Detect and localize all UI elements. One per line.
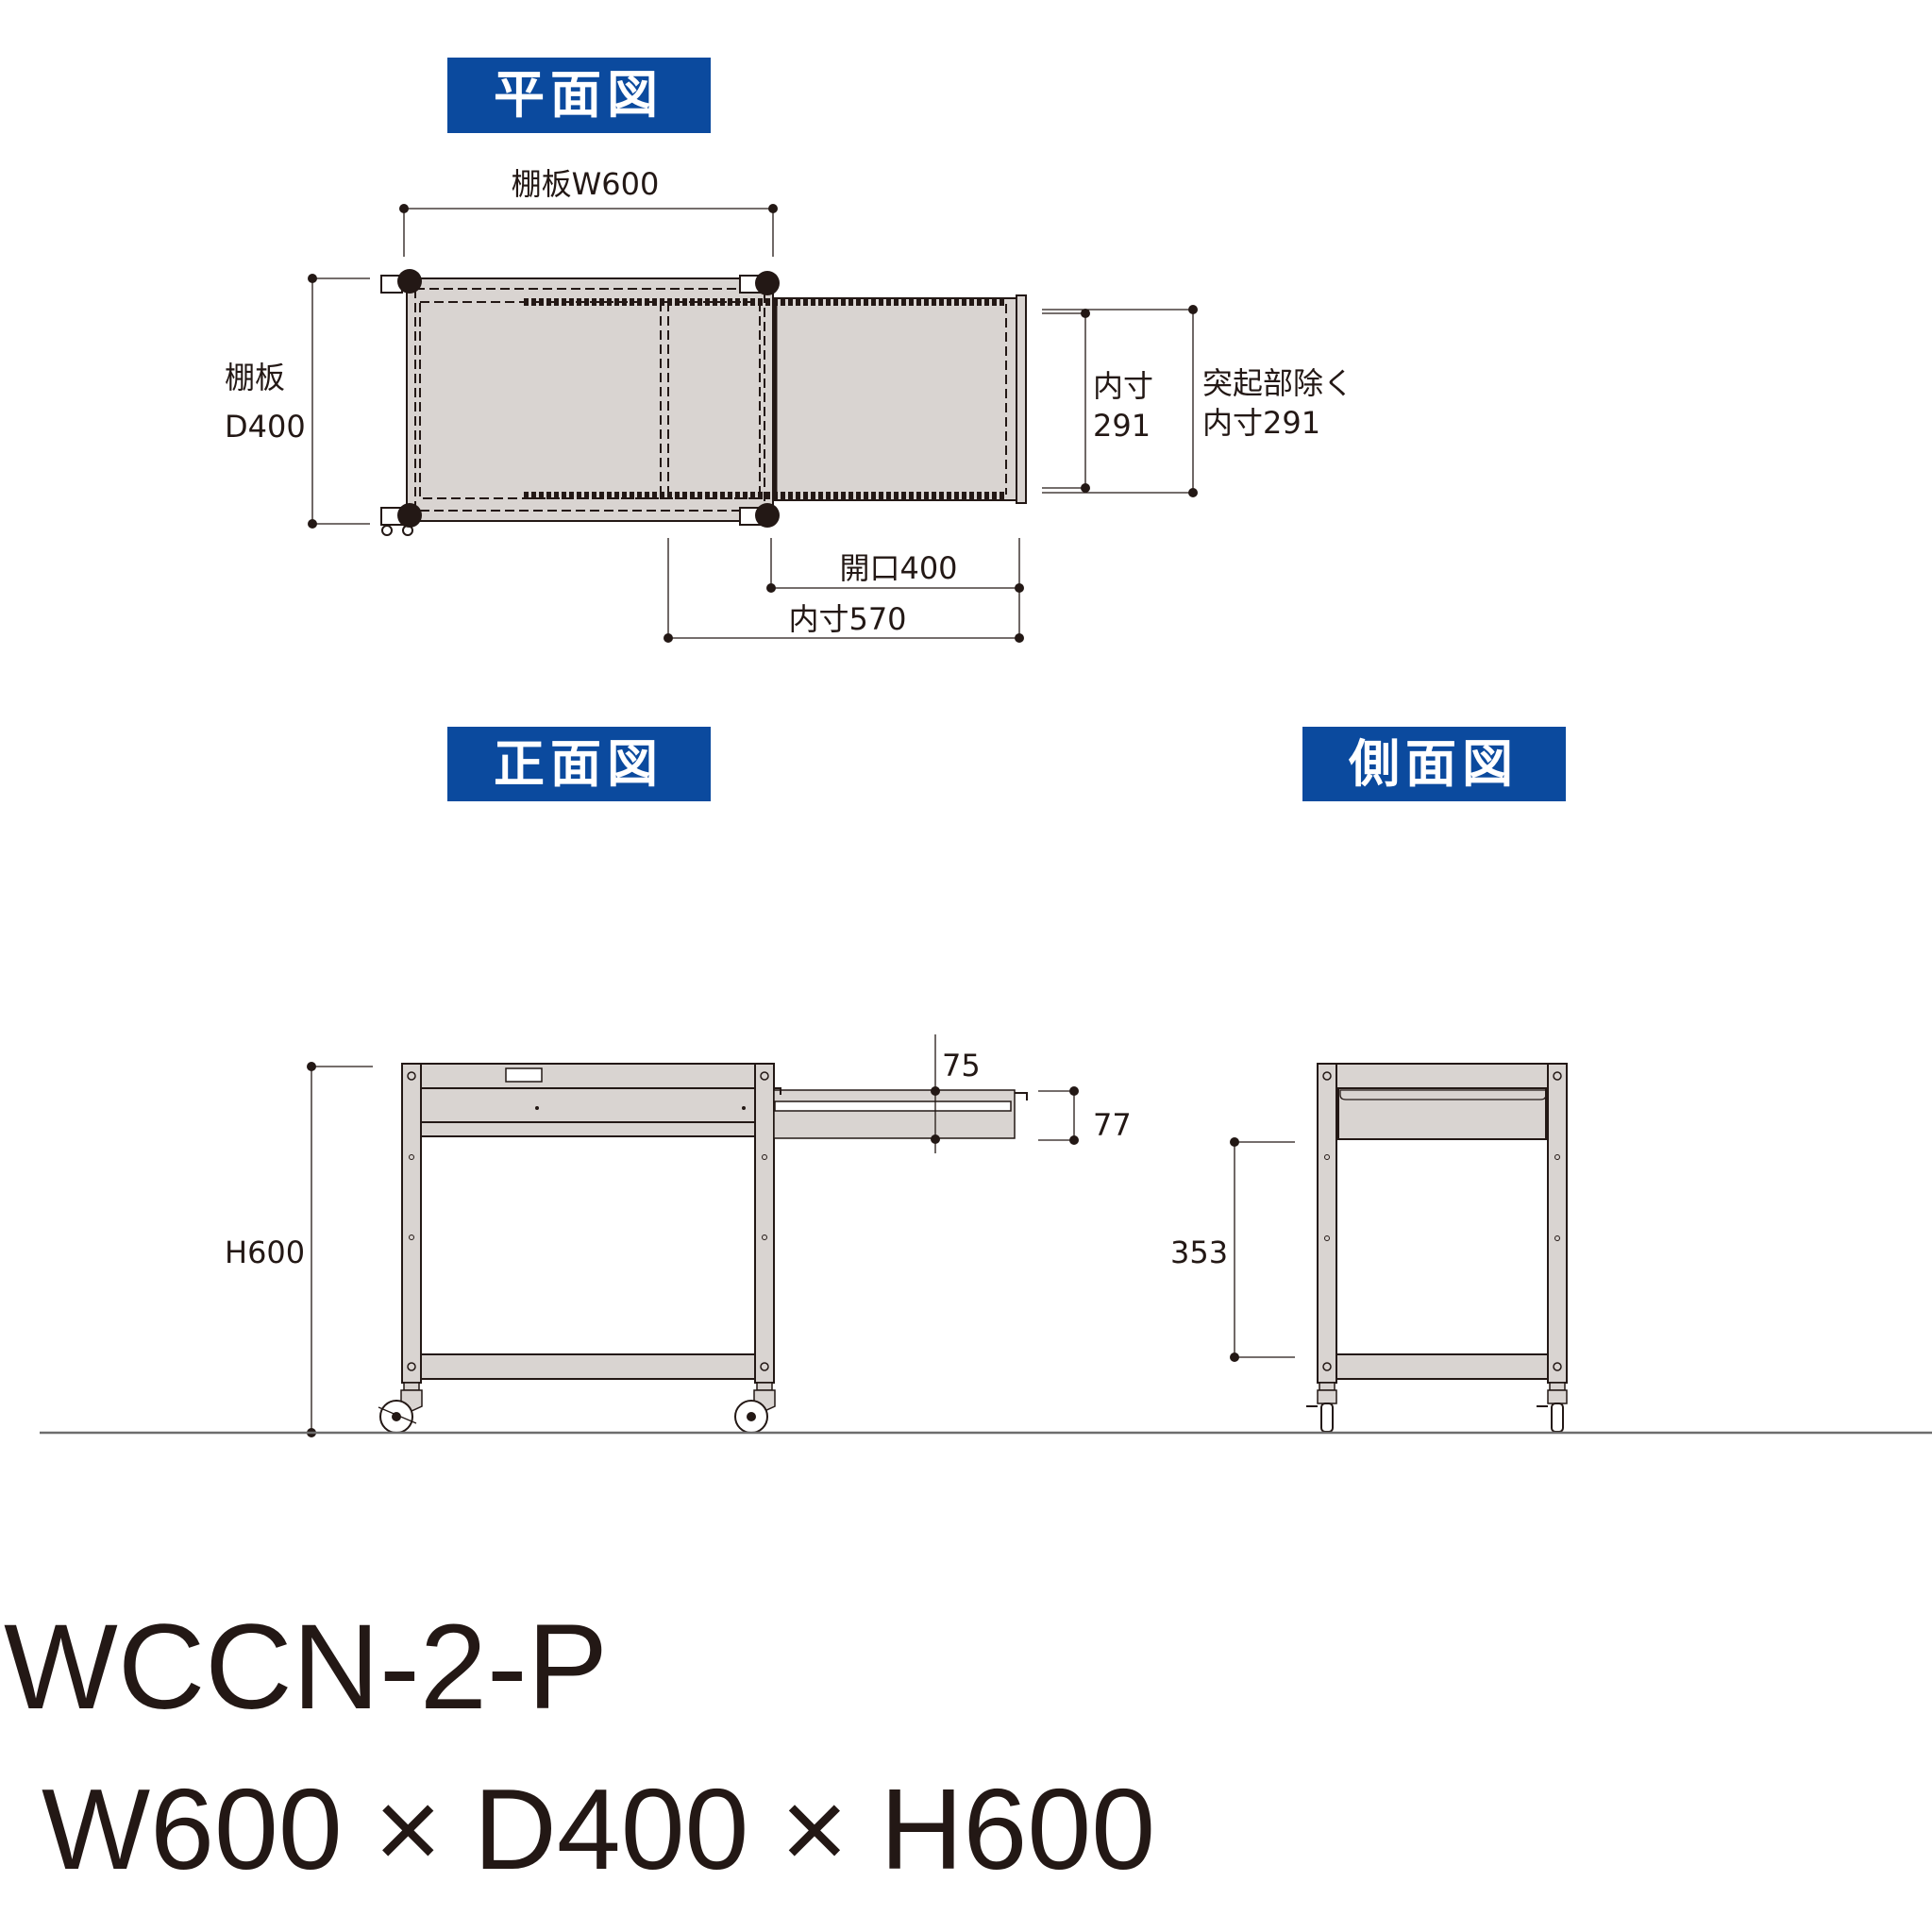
- caster-icon: [380, 503, 422, 536]
- height-label: H600: [225, 1235, 305, 1270]
- opening-label: 開口400: [839, 550, 957, 586]
- logo-plate: [505, 1067, 543, 1083]
- inner-width-label-1: 内寸: [1093, 368, 1153, 404]
- side-view: 側面図 353: [1170, 727, 1568, 1433]
- shelf-width-dimension: 棚板W600: [399, 166, 778, 257]
- plan-view-banner: 平面図: [447, 58, 711, 133]
- plan-cart-body: [380, 269, 780, 536]
- drawer-height-label: 77: [1093, 1107, 1132, 1143]
- plan-view-title: 平面図: [494, 65, 664, 125]
- front-view: 正面図 H600: [225, 727, 1132, 1437]
- plan-view: 平面図 棚板W600 棚板 D400: [225, 58, 1353, 643]
- inner-width-label-2: 291: [1093, 408, 1151, 444]
- side-view-banner: 側面図: [1302, 727, 1566, 801]
- height-dimension: H600: [225, 1062, 373, 1437]
- shelf-gap-dimension: 353: [1170, 1137, 1295, 1362]
- shelf-width-label: 棚板W600: [512, 166, 660, 202]
- caster-icon: [1306, 1382, 1337, 1433]
- front-view-banner: 正面図: [447, 727, 711, 801]
- drawer-height-dimension: 77: [1038, 1086, 1132, 1145]
- front-drawer: [773, 1087, 1028, 1139]
- caster-icon: [739, 503, 780, 528]
- front-view-title: 正面図: [494, 734, 664, 794]
- opening-dimension: 開口400: [766, 538, 1024, 638]
- inner-width-excl-label-1: 突起部除く: [1202, 365, 1353, 401]
- caster-icon: [739, 271, 780, 295]
- shelf-depth-dimension: 棚板 D400: [225, 274, 370, 529]
- inner-width-excl-dimension: 突起部除く 内寸291: [1042, 305, 1353, 497]
- caster-icon: [380, 269, 422, 294]
- side-cart-frame: [1317, 1063, 1568, 1384]
- shelf-gap-label: 353: [1170, 1235, 1228, 1270]
- caster-icon: [734, 1382, 776, 1434]
- drawer-top-dimension: 75: [931, 1034, 981, 1153]
- caster-icon: [378, 1382, 423, 1434]
- caster-icon: [1537, 1382, 1568, 1433]
- inner-length-dimension: 内寸570: [664, 538, 1024, 643]
- drawer-top-label: 75: [942, 1048, 981, 1084]
- shelf-depth-label-1: 棚板: [225, 360, 285, 395]
- shelf-depth-label-2: D400: [225, 409, 306, 445]
- product-size: W600 × D400 × H600: [42, 1765, 1155, 1893]
- model-number: WCCN-2-P: [4, 1600, 608, 1735]
- inner-width-dimension: 内寸 291: [1042, 309, 1153, 493]
- front-cart-frame: [401, 1063, 775, 1384]
- plan-drawer: [772, 294, 1027, 504]
- inner-length-label: 内寸570: [788, 601, 906, 637]
- inner-width-excl-label-2: 内寸291: [1202, 405, 1320, 441]
- side-view-title: 側面図: [1348, 734, 1519, 794]
